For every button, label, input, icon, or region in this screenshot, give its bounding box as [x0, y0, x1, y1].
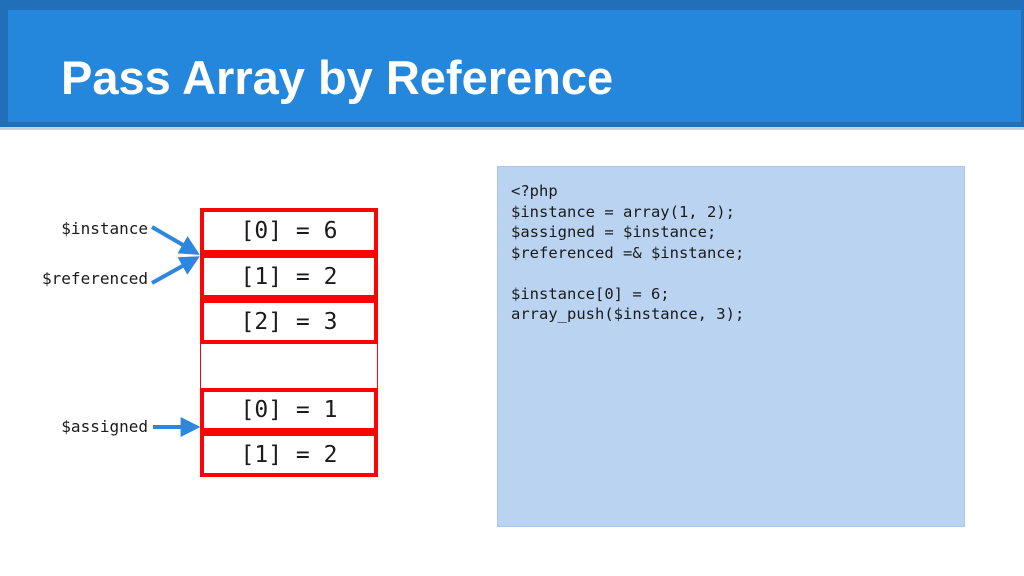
- code-line: $assigned = $instance;: [511, 223, 717, 241]
- arrow-instance-icon: [150, 225, 200, 255]
- slide-title: Pass Array by Reference: [61, 51, 614, 104]
- arrow-referenced-icon: [151, 256, 200, 285]
- code-line: array_push($instance, 3);: [511, 305, 745, 323]
- array-cell: [2] = 3: [200, 299, 378, 344]
- code-line: [511, 263, 954, 284]
- title-bar-inner: Pass Array by Reference: [8, 10, 1021, 122]
- array-cell: [0] = 6: [200, 208, 378, 254]
- array-cell: [1] = 2: [200, 432, 378, 477]
- php-code-block: <?php $instance = array(1, 2); $assigned…: [497, 166, 965, 527]
- code-line: $instance[0] = 6;: [511, 284, 670, 303]
- variable-label-referenced: $referenced: [42, 269, 148, 288]
- reference-arrows: [150, 225, 201, 437]
- header-divider: [0, 127, 1024, 130]
- array-cell: [1] = 2: [200, 254, 378, 299]
- code-line: $instance = array(1, 2);: [511, 202, 735, 221]
- array-cell: [0] = 1: [200, 388, 378, 432]
- title-bar: Pass Array by Reference: [0, 0, 1024, 127]
- variable-label-assigned: $assigned: [61, 417, 148, 436]
- code-line: $referenced =& $instance;: [511, 243, 745, 262]
- array-cell-empty: [200, 344, 378, 388]
- code-line: <?php: [511, 182, 558, 200]
- array-memory-diagram: [0] = 6 [1] = 2 [2] = 3 [0] = 1 [1] = 2: [200, 208, 378, 477]
- variable-label-instance: $instance: [61, 219, 148, 238]
